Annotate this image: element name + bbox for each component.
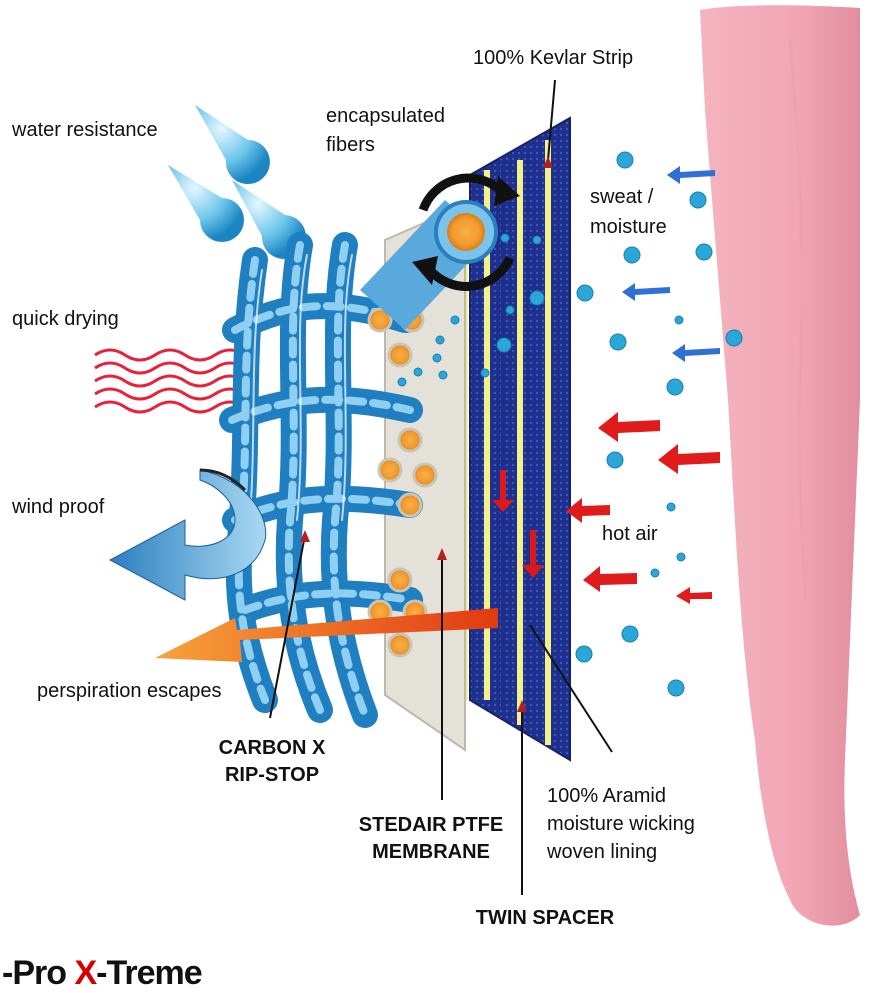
brand-prefix: -Pro bbox=[2, 954, 74, 992]
aramid-lining-label-line3: woven lining bbox=[547, 838, 657, 866]
hot-air-arrows bbox=[566, 412, 720, 604]
brand-logo: -Pro X-Treme bbox=[2, 954, 202, 993]
arm-skin bbox=[700, 5, 860, 925]
aramid-lining-label-line2: moisture wicking bbox=[547, 810, 695, 838]
sweat-moisture-label-line1: sweat / bbox=[590, 183, 653, 211]
kevlar-strip-label: 100% Kevlar Strip bbox=[473, 44, 633, 72]
stedair-label-line2: MEMBRANE bbox=[336, 839, 526, 865]
water-droplets bbox=[168, 105, 306, 259]
water-resistance-label: water resistance bbox=[12, 116, 158, 144]
brand-x: X bbox=[74, 954, 96, 992]
carbon-x-label-line1: CARBON X bbox=[207, 735, 337, 761]
wind-proof-label: wind proof bbox=[12, 493, 104, 521]
encapsulated-fibers-label-line2: fibers bbox=[326, 131, 375, 159]
stedair-label-line1: STEDAIR PTFE bbox=[336, 812, 526, 838]
sweat-moisture-label-line2: moisture bbox=[590, 213, 667, 241]
hot-air-label: hot air bbox=[602, 520, 658, 548]
heat-waves bbox=[95, 350, 245, 412]
carbon-x-label-line2: RIP-STOP bbox=[207, 762, 337, 788]
aramid-lining-label-line1: 100% Aramid bbox=[547, 782, 666, 810]
brand-suffix: -Treme bbox=[96, 954, 202, 992]
perspiration-escapes-label: perspiration escapes bbox=[37, 677, 222, 705]
twin-spacer-label: TWIN SPACER bbox=[455, 905, 635, 931]
quick-drying-label: quick drying bbox=[12, 305, 119, 333]
encapsulated-fibers-label-line1: encapsulated bbox=[326, 102, 445, 130]
